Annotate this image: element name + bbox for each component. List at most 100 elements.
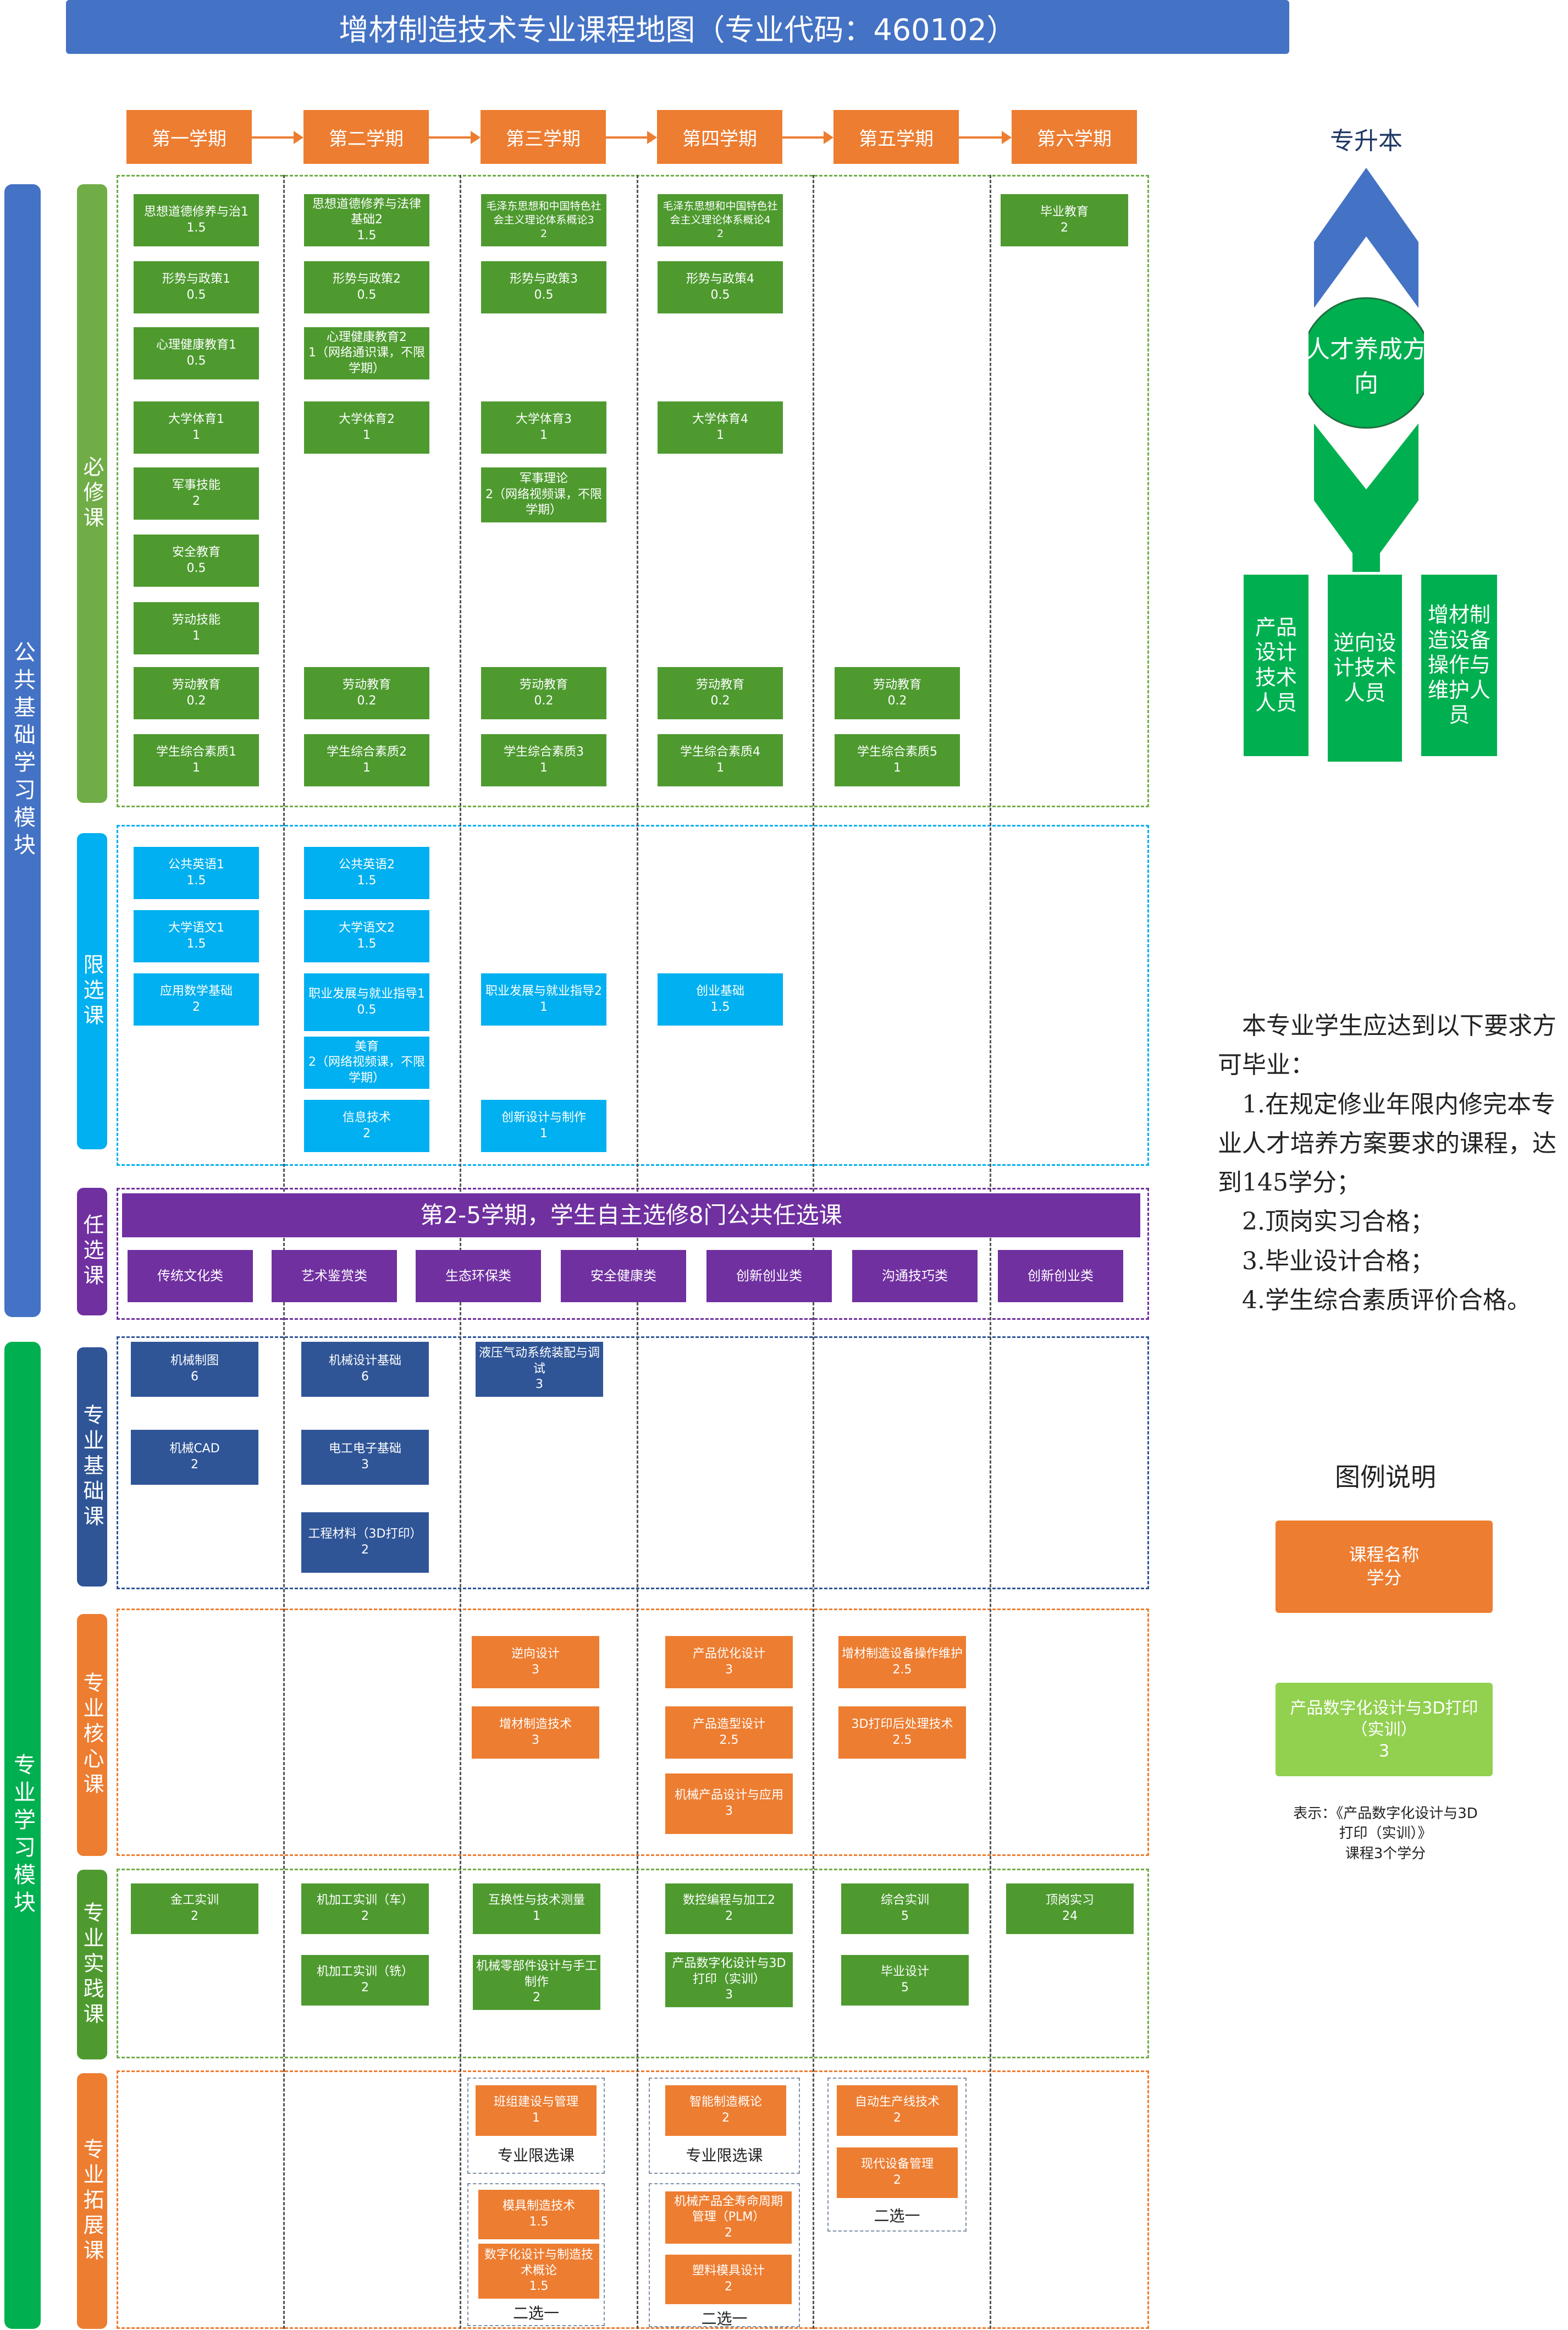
course-credit: 2 — [191, 1458, 198, 1472]
course-credit: 1.5 — [357, 228, 377, 243]
course-credit: 1 — [540, 428, 548, 442]
course-credit: 2 — [893, 2173, 901, 2187]
course-name: 互换性与技术测量 — [488, 1893, 585, 1908]
legend-note-line: 表示：《产品数字化设计与3D — [1293, 1805, 1478, 1822]
page-title: 增材制造技术专业课程地图（专业代码：460102） — [66, 0, 1289, 54]
panel-basic — [117, 1336, 1149, 1589]
course-name: 创新设计与制作 — [501, 1110, 586, 1125]
course-credit: 1 — [540, 761, 548, 775]
category-extension-label: 专业拓展课 — [80, 2138, 104, 2265]
course-credit: 5 — [901, 1909, 909, 1923]
course-name: 应用数学基础 — [159, 984, 233, 998]
course-credit: 2 — [533, 1991, 540, 2005]
course-name: 大学体育1 — [168, 412, 224, 426]
semester-3: 第三学期 — [481, 110, 606, 164]
category-practice: 专业实践课 — [77, 1870, 107, 2059]
category-core-label: 专业核心课 — [80, 1672, 104, 1798]
category-optional-label: 任选课 — [80, 1214, 104, 1290]
category-required: 必修课 — [77, 184, 107, 803]
semester-arrow-head — [294, 131, 303, 144]
category-core: 专业核心课 — [77, 1614, 107, 1856]
course-credit: 1.5 — [710, 1000, 730, 1014]
legend-example-box: 产品数字化设计与3D打印（实训）3 — [1276, 1683, 1493, 1776]
course-name: 学生综合素质1 — [156, 745, 236, 759]
course-box: 增材制造技术 3 — [472, 1706, 599, 1759]
course-name: 机械设计基础 — [328, 1354, 401, 1368]
course-credit: 1.5 — [529, 2279, 549, 2294]
category-extension: 专业拓展课 — [77, 2073, 107, 2329]
course-name: 创业基础 — [695, 984, 744, 998]
course-credit: 3 — [532, 1733, 539, 1747]
course-name: 劳动教育 — [695, 677, 744, 692]
semester-arrow — [606, 136, 647, 139]
course-credit: 0.2 — [357, 693, 377, 708]
course-box: 创业基础 1.5 — [658, 973, 783, 1026]
course-credit: 1 — [716, 761, 724, 775]
up-arrow-icon — [1314, 168, 1418, 308]
course-credit: 5 — [901, 1981, 909, 1995]
group-label: 二选一 — [701, 2310, 748, 2328]
semester-arrow-head — [647, 131, 657, 144]
legend-course-box: 课程名称学分 — [1276, 1521, 1493, 1613]
requirement-item: 2.顶岗实习合格； — [1242, 1208, 1434, 1236]
semester-4: 第四学期 — [657, 110, 782, 164]
course-name: 数字化设计与制造技术概论 — [484, 2248, 593, 2278]
course-name: 毛泽东思想和中国特色社会主义理论体系概论4 — [662, 200, 778, 227]
course-credit: 0.2 — [186, 693, 206, 708]
course-name: 塑料模具设计 — [692, 2264, 765, 2278]
legend-course-credit: 学分 — [1366, 1567, 1402, 1588]
course-name: 智能制造概论 — [689, 2095, 762, 2109]
course-credit: 1 — [363, 428, 371, 442]
course-name: 大学体育4 — [692, 412, 748, 426]
semester-6: 第六学期 — [1012, 110, 1137, 164]
group-label: 二选一 — [874, 2207, 920, 2225]
course-name: 产品造型设计 — [692, 1717, 765, 1731]
course-credit: 24 — [1062, 1909, 1078, 1923]
course-credit: 1.5 — [186, 873, 206, 888]
role-product-designer: 产品设计技术人员 — [1244, 575, 1308, 756]
course-credit: 1 — [540, 1126, 548, 1141]
course-name: 产品数字化设计与3D打印（实训） — [672, 1957, 786, 1986]
course-name: 机加工实训（铣） — [316, 1965, 413, 1979]
course-credit: 0.5 — [534, 288, 554, 302]
legend-course-name: 课程名称 — [1349, 1544, 1420, 1566]
semester-1: 第一学期 — [126, 110, 252, 164]
course-credit: 2.5 — [892, 1662, 912, 1677]
course-name: 学生综合素质5 — [857, 745, 937, 759]
course-name: 军事技能 — [172, 478, 220, 492]
course-name: 思想道德修养与治1 — [144, 205, 249, 219]
course-credit: 6 — [191, 1370, 198, 1384]
course-credit: 2 — [192, 1000, 200, 1014]
course-name: 公共英语1 — [168, 857, 224, 872]
course-name: 增材制造技术 — [499, 1717, 572, 1731]
legend-example-sub: （实训） — [1351, 1720, 1417, 1739]
course-credit: 3 — [725, 1662, 733, 1677]
course-credit: 2 — [725, 2226, 732, 2240]
optional-item: 艺术鉴赏类 — [272, 1250, 397, 1302]
category-practice-label: 专业实践课 — [80, 1901, 104, 2028]
course-name: 安全教育 — [172, 545, 220, 559]
course-name: 职业发展与就业指导2 — [485, 984, 602, 998]
course-name: 综合实训 — [880, 1893, 929, 1908]
category-basic: 专业基础课 — [77, 1347, 107, 1587]
semester-arrow-head — [824, 131, 833, 144]
